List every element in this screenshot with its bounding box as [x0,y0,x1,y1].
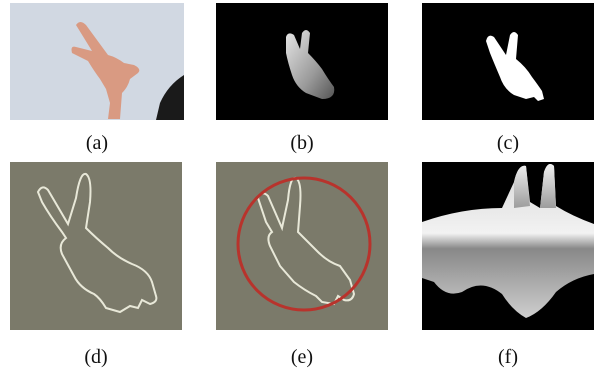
caption-f: (f) [478,345,538,369]
binary-mask-image [422,3,594,120]
unwrapped-hand-image [422,162,594,330]
panel-a-photo [10,3,184,120]
panel-f-unwrapped [422,162,594,330]
caption-d: (d) [66,345,126,369]
contour-image [10,162,182,330]
hand-photo-image [10,3,184,120]
panel-e-contour-circle [216,162,388,330]
panel-d-contour [10,162,182,330]
panel-c-mask [422,3,594,120]
caption-b: (b) [272,131,332,155]
panel-b-segmentation [216,3,388,120]
grayscale-hand-image [216,3,388,120]
caption-a: (a) [67,131,127,155]
contour-circle-image [216,162,388,330]
caption-e: (e) [272,345,332,369]
caption-c: (c) [478,131,538,155]
